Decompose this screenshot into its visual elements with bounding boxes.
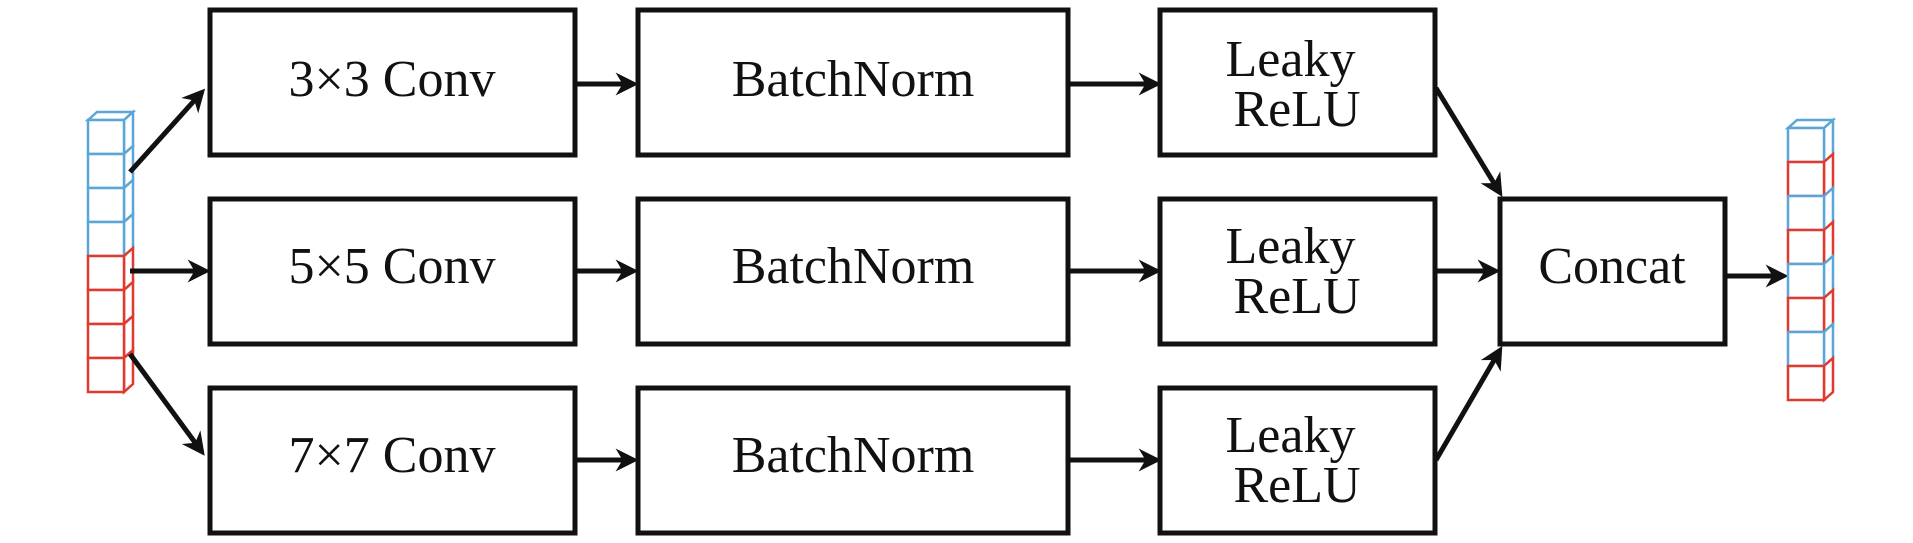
input-tensor-cell-5 [86, 245, 135, 293]
leaky-relu-label-3: Leaky ReLU [1226, 407, 1369, 514]
conv-box-5x5 [207, 196, 578, 347]
input-tensor-cell-2 [86, 143, 135, 191]
leaky-relu-label-1: Leaky ReLU [1226, 31, 1369, 138]
leaky-relu-line2-3: ReLU [1233, 457, 1360, 514]
concat-label: Concat [1538, 238, 1686, 295]
branch-3: 7×7 Conv BatchNorm Leaky ReLU [207, 346, 1503, 536]
leaky-relu-line2-2: ReLU [1233, 268, 1360, 325]
output-tensor-cell-4 [1786, 219, 1835, 267]
leaky-relu-line2-1: ReLU [1233, 81, 1360, 138]
arrow-leaky-3-to-concat [1433, 346, 1503, 462]
batchnorm-label-1: BatchNorm [732, 51, 975, 108]
output-tensor-cell-8 [1786, 355, 1835, 403]
arrow-leaky-1-to-concat [1433, 86, 1503, 197]
output-tensor-cell-7 [1786, 321, 1835, 369]
output-tensor [1784, 117, 1837, 403]
output-tensor-cell-5 [1786, 253, 1835, 301]
input-tensor-cell-8 [86, 347, 135, 395]
leaky-relu-label-2: Leaky ReLU [1226, 218, 1369, 325]
leaky-relu-box-1 [1157, 7, 1438, 158]
batchnorm-label-2: BatchNorm [732, 238, 975, 295]
arrow-input-to-conv-7x7 [127, 352, 205, 456]
conv-label-7x7: 7×7 Conv [288, 427, 495, 484]
output-tensor-cell-2 [1786, 151, 1835, 199]
conv-label-3x3: 3×3 Conv [288, 51, 495, 108]
concat-box [1497, 196, 1728, 347]
conv-box-7x7 [207, 385, 578, 536]
branch-2: 5×5 Conv BatchNorm Leaky ReLU [207, 196, 1501, 347]
input-tensor-cell-1 [84, 109, 137, 157]
leaky-relu-line1-3: Leaky [1226, 407, 1356, 464]
leaky-relu-box-2 [1157, 196, 1438, 347]
input-tensor-cell-6 [86, 279, 135, 327]
batchnorm-label-3: BatchNorm [732, 427, 975, 484]
branch-1: 3×3 Conv BatchNorm Leaky ReLU [207, 7, 1503, 197]
input-tensor-cell-7 [86, 313, 135, 361]
input-tensor-cell-3 [86, 177, 135, 225]
arrow-input-to-conv-3x3 [128, 88, 206, 174]
leaky-relu-line1-1: Leaky [1226, 31, 1356, 88]
input-tensor [84, 109, 137, 395]
batchnorm-box-3 [635, 385, 1071, 536]
leaky-relu-line1-2: Leaky [1226, 218, 1356, 275]
leaky-relu-box-3 [1157, 385, 1438, 536]
output-tensor-cell-1 [1784, 117, 1837, 165]
conv-label-5x5: 5×5 Conv [288, 238, 495, 295]
conv-box-3x3 [207, 7, 578, 158]
